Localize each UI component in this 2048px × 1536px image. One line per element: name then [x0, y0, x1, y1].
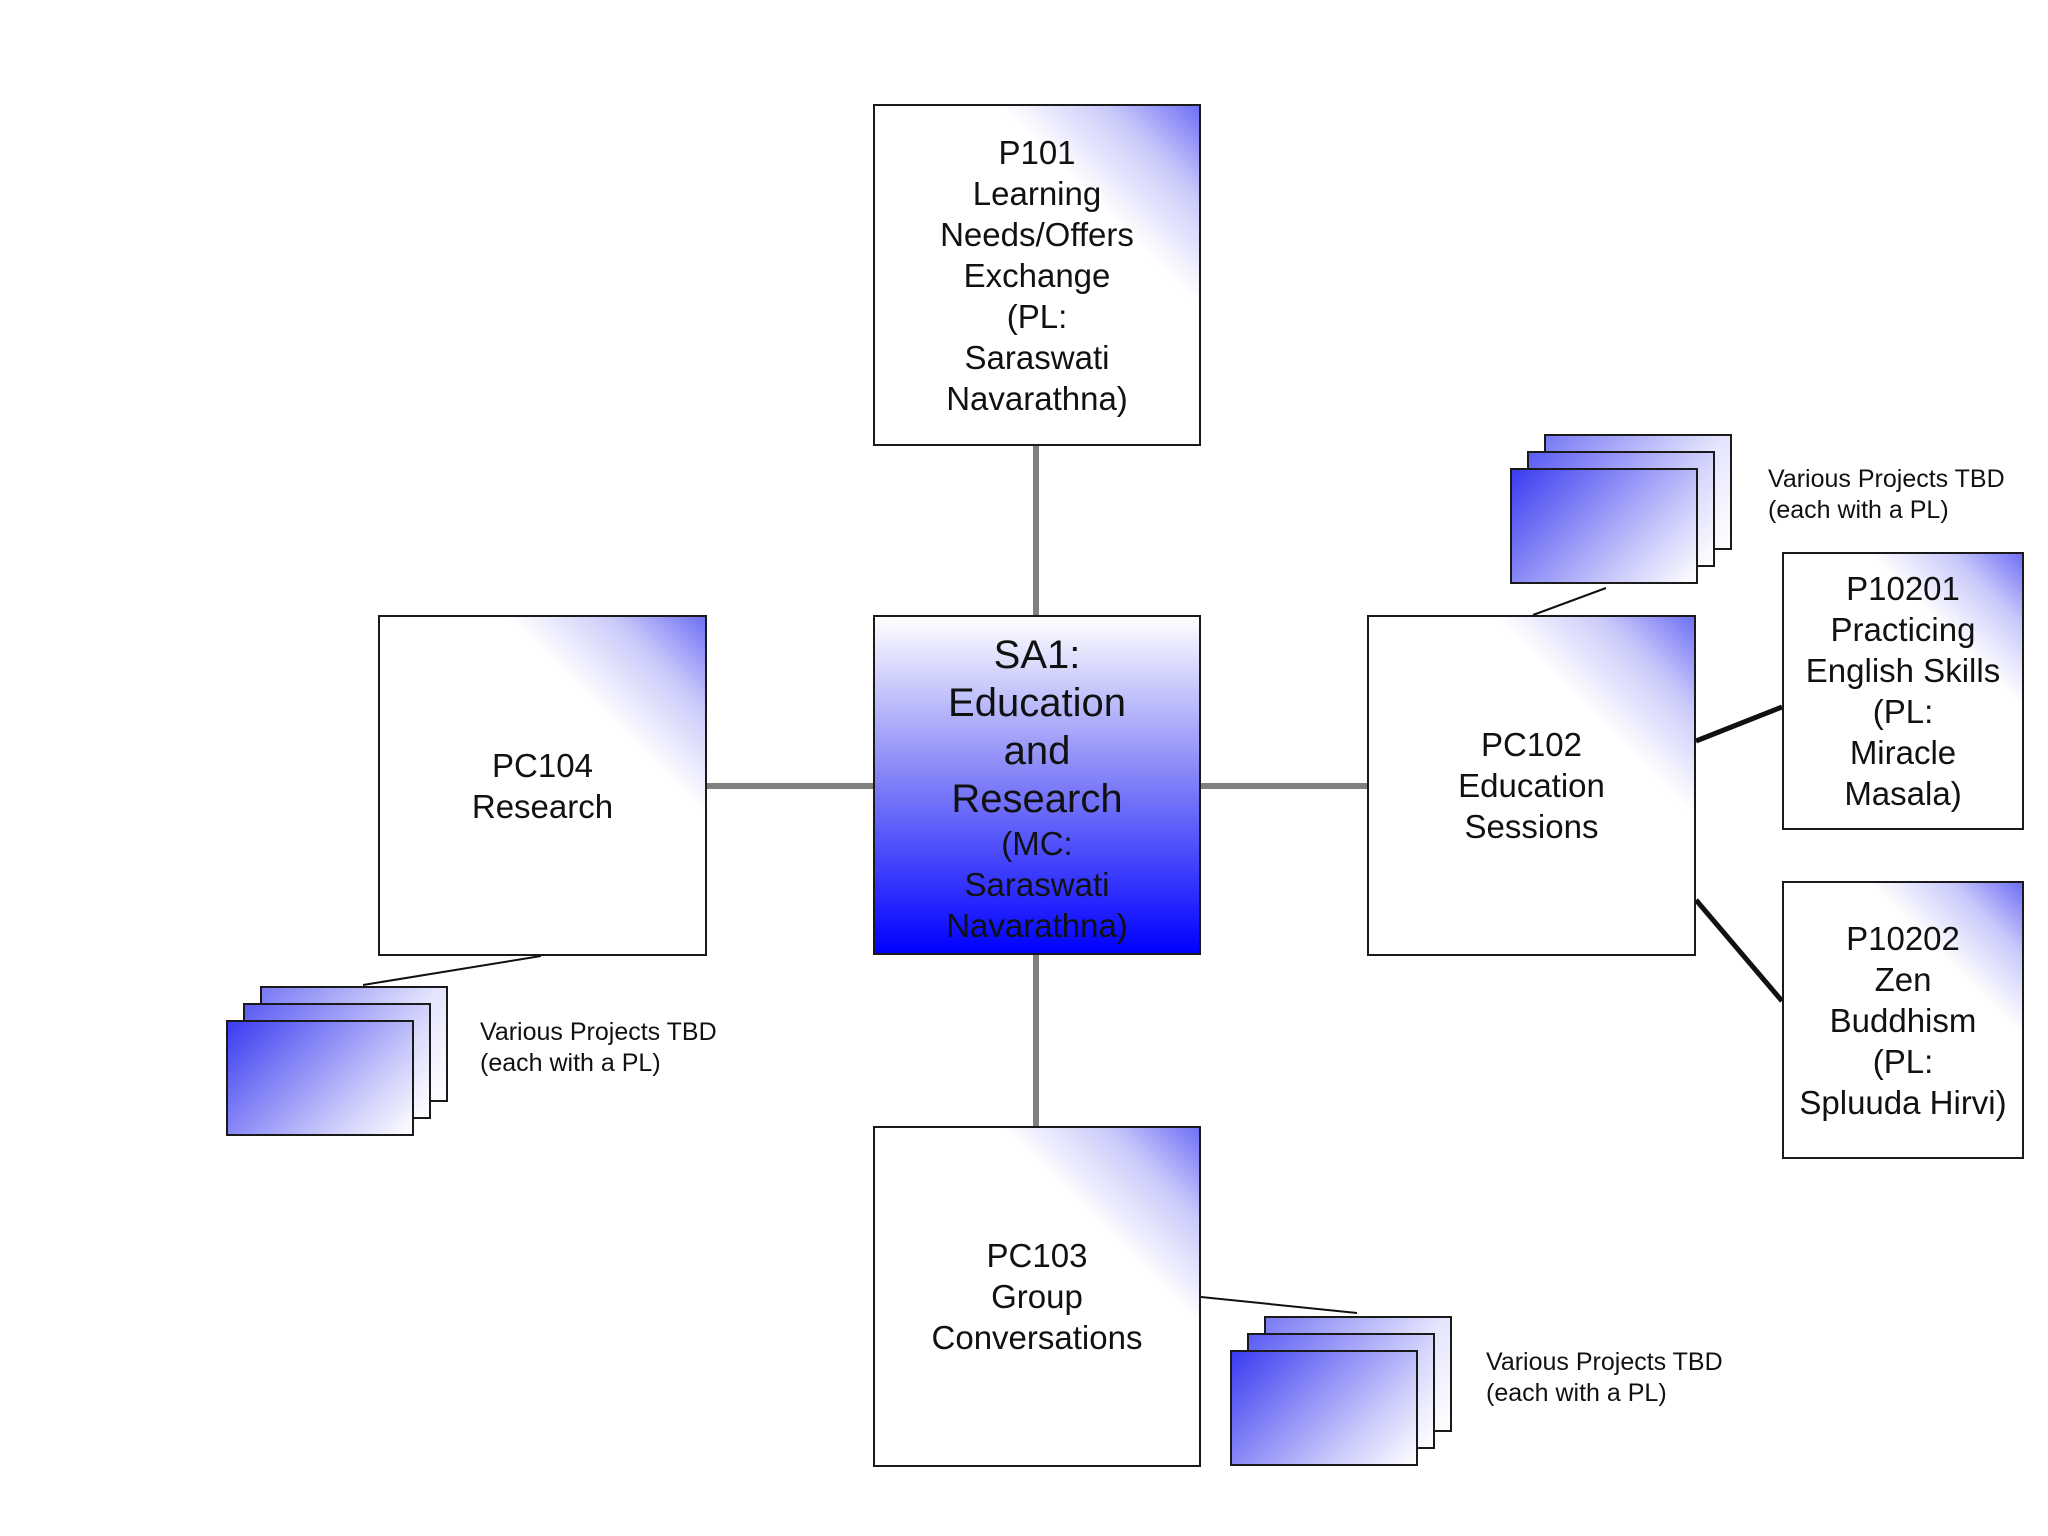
- note-line: Various Projects TBD: [1768, 465, 2005, 493]
- note-line: (each with a PL): [480, 1049, 661, 1077]
- node-sa1-title-line: and: [1003, 729, 1071, 773]
- connector-stack-left: [362, 955, 542, 986]
- projects-stack-bottom: [1230, 1316, 1452, 1472]
- node-pc103-line: PC103: [986, 1237, 1088, 1274]
- node-sa1-title-line: SA1:: [993, 633, 1081, 677]
- node-sa1-mc-line: Navarathna): [946, 907, 1128, 944]
- node-p10202-line: Buddhism: [1829, 1001, 1977, 1039]
- note-line: (each with a PL): [1768, 496, 1949, 524]
- node-p10201-line: English Skills: [1805, 652, 2001, 689]
- projects-stack-right: [1510, 434, 1732, 590]
- node-p101: P101 Learning Needs/Offers Exchange (PL:…: [873, 104, 1201, 446]
- project-card: [1510, 468, 1698, 584]
- node-p10202-line: Spluuda Hirvi): [1799, 1083, 2007, 1121]
- node-p10202-line: P10202: [1846, 919, 1960, 957]
- node-pc103-line: Group: [991, 1278, 1083, 1315]
- node-p101-line: Needs/Offers: [940, 215, 1134, 253]
- node-pc104: PC104 Research: [378, 615, 707, 956]
- node-p10202-line: Zen: [1874, 960, 1932, 998]
- node-p10202: P10202 Zen Buddhism (PL: Spluuda Hirvi): [1782, 881, 2024, 1159]
- note-line: (each with a PL): [1486, 1379, 1667, 1407]
- project-card: [226, 1020, 414, 1136]
- node-sa1-title-line: Education: [948, 681, 1126, 725]
- node-p101-line: Navarathna): [946, 379, 1128, 417]
- node-pc104-line: Research: [471, 787, 614, 825]
- node-p101-line: Exchange: [963, 256, 1111, 294]
- node-pc102-line: PC102: [1481, 726, 1582, 763]
- node-p10201-line: (PL:: [1872, 693, 1934, 730]
- note-various-projects-bottom: Various Projects TBD (each with a PL): [1486, 1347, 1723, 1409]
- node-pc103: PC103 Group Conversations: [873, 1126, 1201, 1467]
- note-various-projects-right: Various Projects TBD (each with a PL): [1768, 464, 2005, 526]
- node-pc104-line: PC104: [492, 746, 593, 784]
- node-p10202-line: (PL:: [1872, 1042, 1934, 1080]
- note-line: Various Projects TBD: [1486, 1348, 1723, 1376]
- node-pc102: PC102 Education Sessions: [1367, 615, 1696, 956]
- connector-right-child-1: [1695, 704, 1783, 744]
- node-p101-line: (PL:: [1006, 297, 1068, 335]
- node-pc103-line: Conversations: [931, 1319, 1143, 1356]
- node-sa1-title-line: Research: [951, 777, 1123, 821]
- connector-right-child-2: [1694, 898, 1784, 1003]
- connector-stack-right: [1532, 587, 1607, 616]
- node-p101-line: Saraswati: [964, 338, 1110, 376]
- node-sa1-center: SA1: Education and Research (MC: Saraswa…: [873, 615, 1201, 955]
- connector-stack-bottom: [1200, 1296, 1358, 1314]
- node-pc102-line: Education: [1458, 767, 1605, 804]
- projects-stack-left: [226, 986, 448, 1142]
- node-p101-line: P101: [998, 133, 1076, 171]
- node-p10201: P10201 Practicing English Skills (PL: Mi…: [1782, 552, 2024, 830]
- node-p101-line: Learning: [972, 174, 1102, 212]
- node-sa1-mc-line: (MC:: [1001, 825, 1073, 862]
- note-line: Various Projects TBD: [480, 1018, 717, 1046]
- project-card: [1230, 1350, 1418, 1466]
- node-pc102-line: Sessions: [1464, 808, 1599, 845]
- node-p10201-line: Miracle: [1849, 734, 1957, 771]
- node-p10201-line: Practicing: [1830, 611, 1976, 648]
- node-p10201-line: Masala): [1844, 775, 1962, 812]
- node-sa1-mc-line: Saraswati: [964, 866, 1110, 903]
- note-various-projects-left: Various Projects TBD (each with a PL): [480, 1017, 717, 1079]
- node-p10201-line: P10201: [1846, 570, 1960, 607]
